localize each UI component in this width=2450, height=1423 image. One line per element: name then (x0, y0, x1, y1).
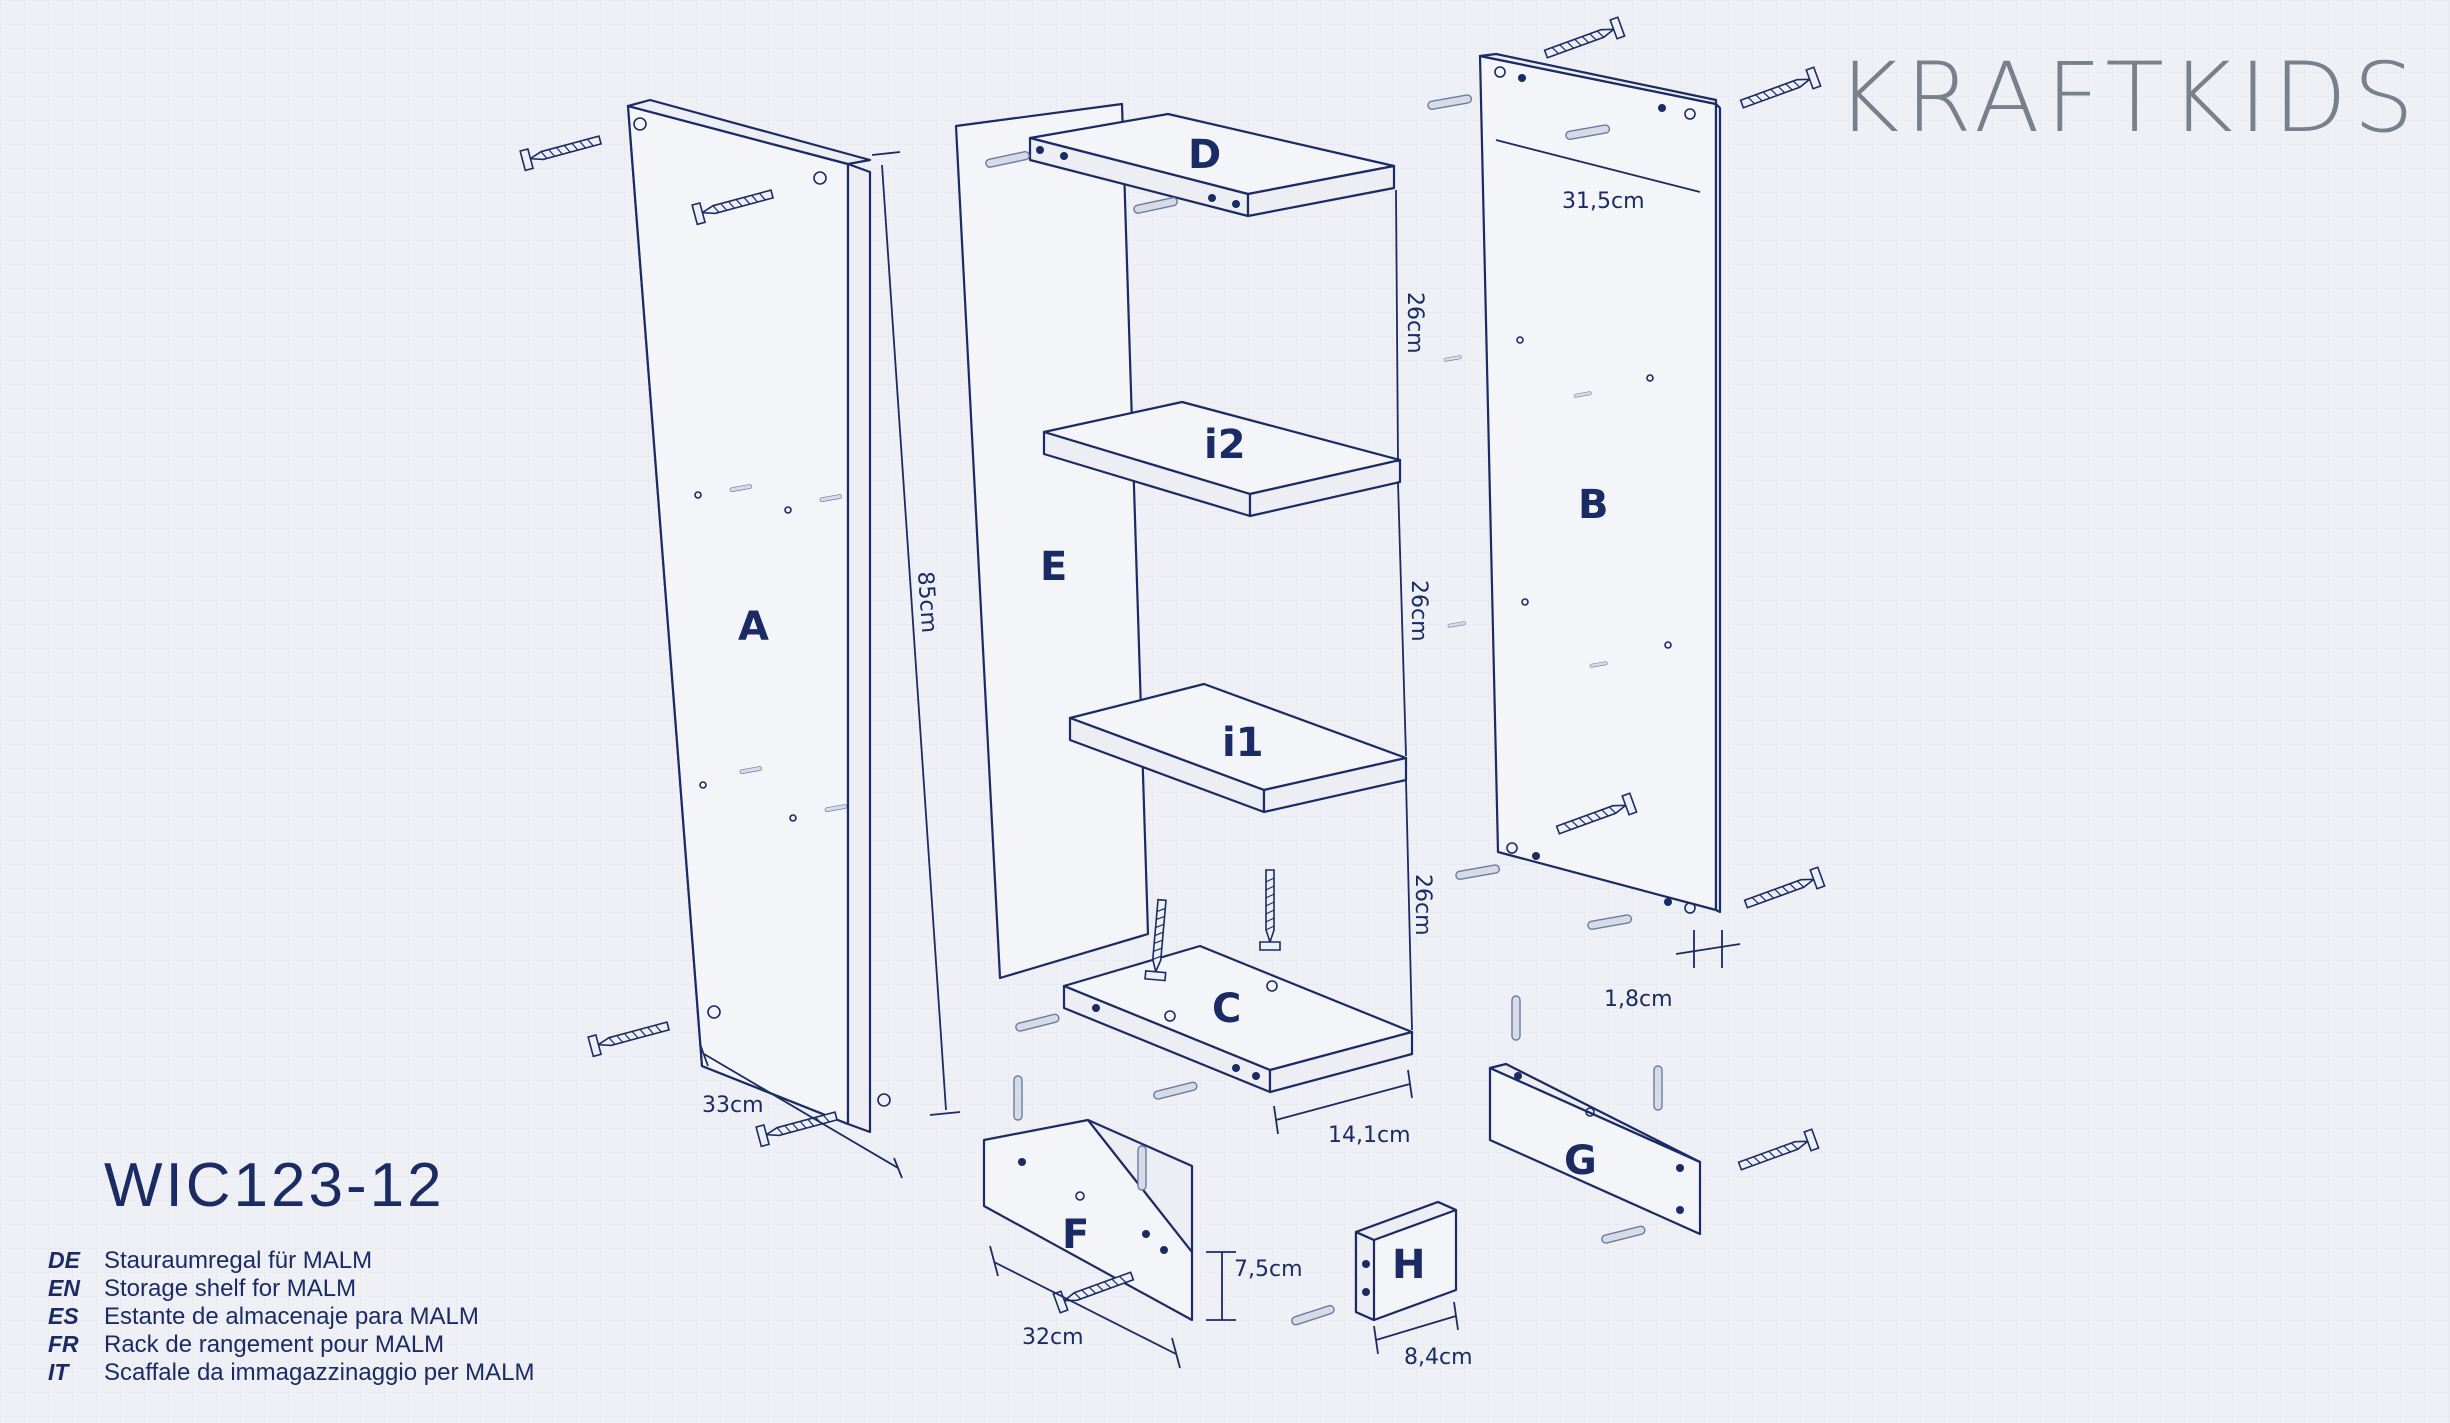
dimension-spacing-middle: 26cm (1406, 580, 1431, 642)
part-label-h: H (1392, 1242, 1425, 1288)
dimension-panel-b-width: 31,5cm (1562, 189, 1645, 214)
description-text: Scaffale da immagazzinaggio per MALM (104, 1359, 535, 1386)
description-text: Stauraumregal für MALM (104, 1247, 373, 1274)
dimension-shelf-c-width: 14,1cm (1328, 1123, 1411, 1148)
part-label-a: A (738, 604, 769, 650)
language-code: ES (48, 1303, 79, 1329)
dimension-block-h-width: 8,4cm (1404, 1345, 1473, 1370)
panel-b: B 31,5cm 1,8cm (1426, 16, 1826, 1012)
language-code: FR (48, 1331, 79, 1357)
part-label-i2: i2 (1204, 422, 1246, 468)
plinth-g: G (1488, 995, 1820, 1245)
part-label-i1: i1 (1222, 720, 1264, 766)
part-label-e: E (1040, 544, 1067, 590)
description-text: Storage shelf for MALM (104, 1275, 357, 1302)
dimension-panel-a-height: 85cm (912, 571, 941, 634)
panel-a: A 85cm 33cm (519, 98, 961, 1179)
shelf-spacing-dimensions: 26cm 26cm 26cm (1395, 189, 1435, 1031)
description-row-de: DE Stauraumregal für MALM (48, 1247, 534, 1275)
block-h: H 8,4cm (1290, 1200, 1473, 1370)
part-label-b: B (1578, 482, 1609, 528)
plinth-f: F 32cm 7,5cm (982, 1075, 1303, 1369)
description-text: Rack de rangement pour MALM (104, 1331, 445, 1358)
description-row-en: EN Storage shelf for MALM (48, 1275, 534, 1303)
title-block: WIC123-12 DE Stauraumregal für MALM EN S… (48, 1150, 534, 1387)
language-code: EN (48, 1275, 80, 1301)
description-text: Estante de almacenaje para MALM (104, 1303, 479, 1330)
dimension-panel-a-depth: 33cm (702, 1093, 764, 1118)
panel-e: E (954, 102, 1150, 980)
language-code: DE (48, 1247, 80, 1273)
dimension-spacing-bottom: 26cm (1410, 874, 1435, 936)
shelf-i2: i2 (1042, 400, 1402, 518)
part-label-g: G (1564, 1138, 1597, 1184)
description-row-es: ES Estante de almacenaje para MALM (48, 1303, 534, 1331)
dimension-spacing-top: 26cm (1402, 292, 1427, 354)
description-list: DE Stauraumregal für MALM EN Storage she… (48, 1247, 534, 1387)
part-label-c: C (1212, 986, 1241, 1032)
dimension-plinth-f-length: 32cm (1022, 1325, 1084, 1350)
dimension-panel-b-thickness: 1,8cm (1604, 987, 1673, 1012)
description-row-it: IT Scaffale da immagazzinaggio per MALM (48, 1359, 534, 1387)
kraftkids-logo: KRAFTKIDS (1836, 42, 2420, 154)
language-code: IT (48, 1359, 69, 1385)
shelf-d: D (984, 112, 1396, 218)
shelf-i1: i1 (1068, 682, 1408, 814)
product-code: WIC123-12 (104, 1151, 445, 1220)
dimension-plinth-f-height: 7,5cm (1234, 1257, 1303, 1282)
part-label-d: D (1188, 132, 1221, 178)
description-row-fr: FR Rack de rangement pour MALM (48, 1331, 534, 1359)
shelf-c: C 14,1cm (1014, 869, 1414, 1148)
part-label-f: F (1062, 1212, 1089, 1258)
